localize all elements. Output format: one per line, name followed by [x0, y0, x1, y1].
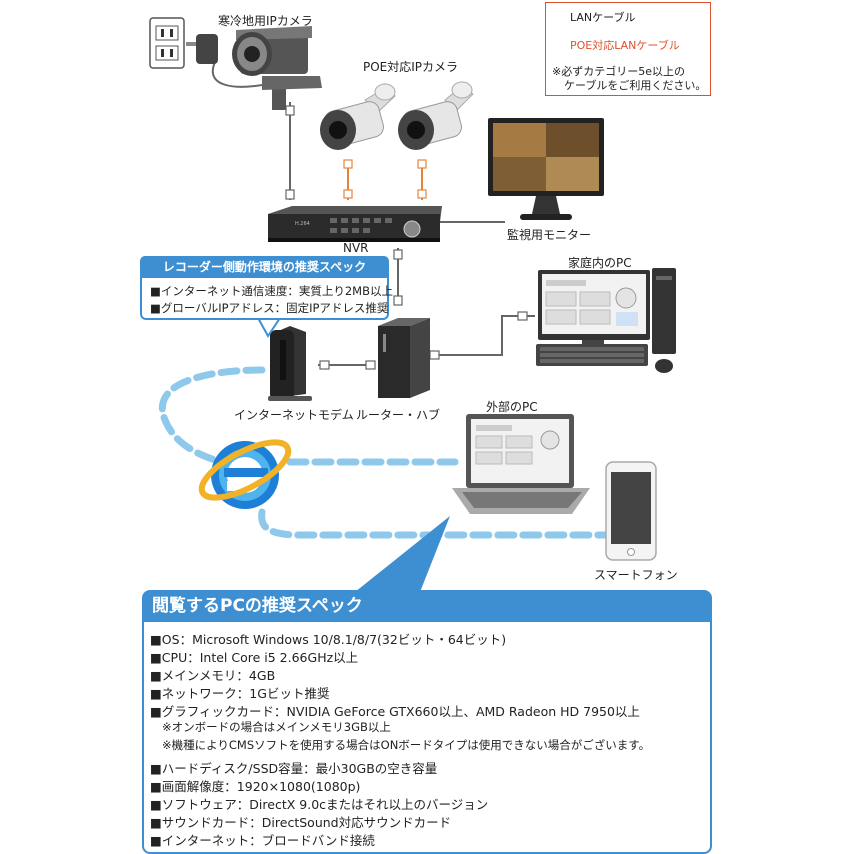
- recorder-spec-line: ■インターネット通信速度：実質上り2MB以上: [150, 284, 393, 298]
- cable-connectors: [285, 105, 528, 370]
- pc-box-pointer: [355, 516, 450, 592]
- home-pc-label: 家庭内のPC: [568, 256, 632, 270]
- monitor-icon: [488, 118, 604, 220]
- cable-router-homepc: [432, 315, 535, 356]
- legend-lan-label: LANケーブル: [570, 11, 636, 24]
- pc-spec-title: 閲覧するPCの推奨スペック: [142, 590, 712, 622]
- pc-spec-line: ■画面解像度：1920×1080(1080p): [150, 779, 361, 794]
- dash-modem-to-ie: [159, 366, 266, 464]
- pc-spec-note: ※機種によりCMSソフトを使用する場合はONボードタイプは使用できない場合がござ…: [162, 738, 651, 752]
- power-outlet-icon: [149, 17, 185, 69]
- smartphone-label: スマートフォン: [594, 568, 678, 582]
- pc-spec-box: [142, 610, 712, 854]
- pc-spec-line: ■OS：Microsoft Windows 10/8.1/8/7(32ビット・6…: [150, 632, 507, 647]
- cold-camera-icon: [232, 26, 322, 110]
- modem-label: インターネットモデム: [234, 408, 354, 422]
- pc-spec-line: ■メインメモリ：4GB: [150, 668, 276, 683]
- nvr-panel-text: H.264: [295, 221, 310, 227]
- cable-legend: LANケーブル POE対応LANケーブル ※必ずカテゴリー5e以上の ケーブルを…: [545, 2, 711, 96]
- smartphone-icon: [605, 461, 657, 561]
- laptop-icon: [452, 414, 590, 514]
- pc-spec-line: ■ソフトウェア：DirectX 9.0cまたはそれ以上のバージョン: [150, 797, 489, 812]
- router-icon: [378, 318, 430, 398]
- monitor-label: 監視用モニター: [507, 228, 592, 242]
- legend-poe-label: POE対応LANケーブル: [570, 39, 680, 52]
- pc-spec-line: ■CPU：Intel Core i5 2.66GHz以上: [150, 650, 359, 665]
- external-pc-label: 外部のPC: [486, 400, 538, 414]
- recorder-spec-line: ■グローバルIPアドレス：固定IPアドレス推奨: [150, 301, 389, 315]
- internet-dashed-links: [159, 366, 609, 539]
- poe-cables: [347, 162, 423, 200]
- pc-spec-line: ■ネットワーク：1Gビット推奨: [150, 686, 330, 701]
- nvr-device-icon: [268, 206, 442, 242]
- dash-ie-to-phone: [258, 508, 609, 539]
- pc-spec-line: ■グラフィックカード：NVIDIA GeForce GTX660以上、AMD R…: [150, 704, 640, 719]
- cable-power: [211, 61, 263, 88]
- ac-adapter-icon: [186, 34, 218, 64]
- legend-note: ※必ずカテゴリー5e以上の ケーブルをご利用ください。: [552, 65, 706, 93]
- pc-spec-line: ■インターネット：ブロードバンド接続: [150, 833, 375, 848]
- poe-camera-1-icon: [320, 83, 396, 150]
- recorder-spec-title: レコーダー側動作環境の推奨スペック: [140, 256, 389, 278]
- legend-note-line: ※必ずカテゴリー5e以上の: [552, 65, 685, 78]
- cold-camera-label: 寒冷地用IPカメラ: [218, 14, 313, 28]
- pc-spec-note: ※オンボードの場合はメインメモリ3GB以上: [162, 720, 391, 734]
- home-pc-icon: [536, 268, 676, 373]
- pc-spec-line: ■サウンドカード：DirectSound対応サウンドカード: [150, 815, 452, 830]
- pc-spec-line: ■ハードディスク/SSD容量：最小30GBの空き容量: [150, 761, 438, 776]
- internet-explorer-icon: [198, 439, 292, 509]
- router-label: ルーター・ハブ: [356, 408, 441, 422]
- legend-note-line: ケーブルをご利用ください。: [564, 79, 707, 92]
- poe-camera-label: POE対応IPカメラ: [363, 60, 459, 74]
- modem-icon: [268, 326, 312, 401]
- nvr-label: NVR: [343, 241, 369, 255]
- poe-camera-2-icon: [398, 81, 474, 150]
